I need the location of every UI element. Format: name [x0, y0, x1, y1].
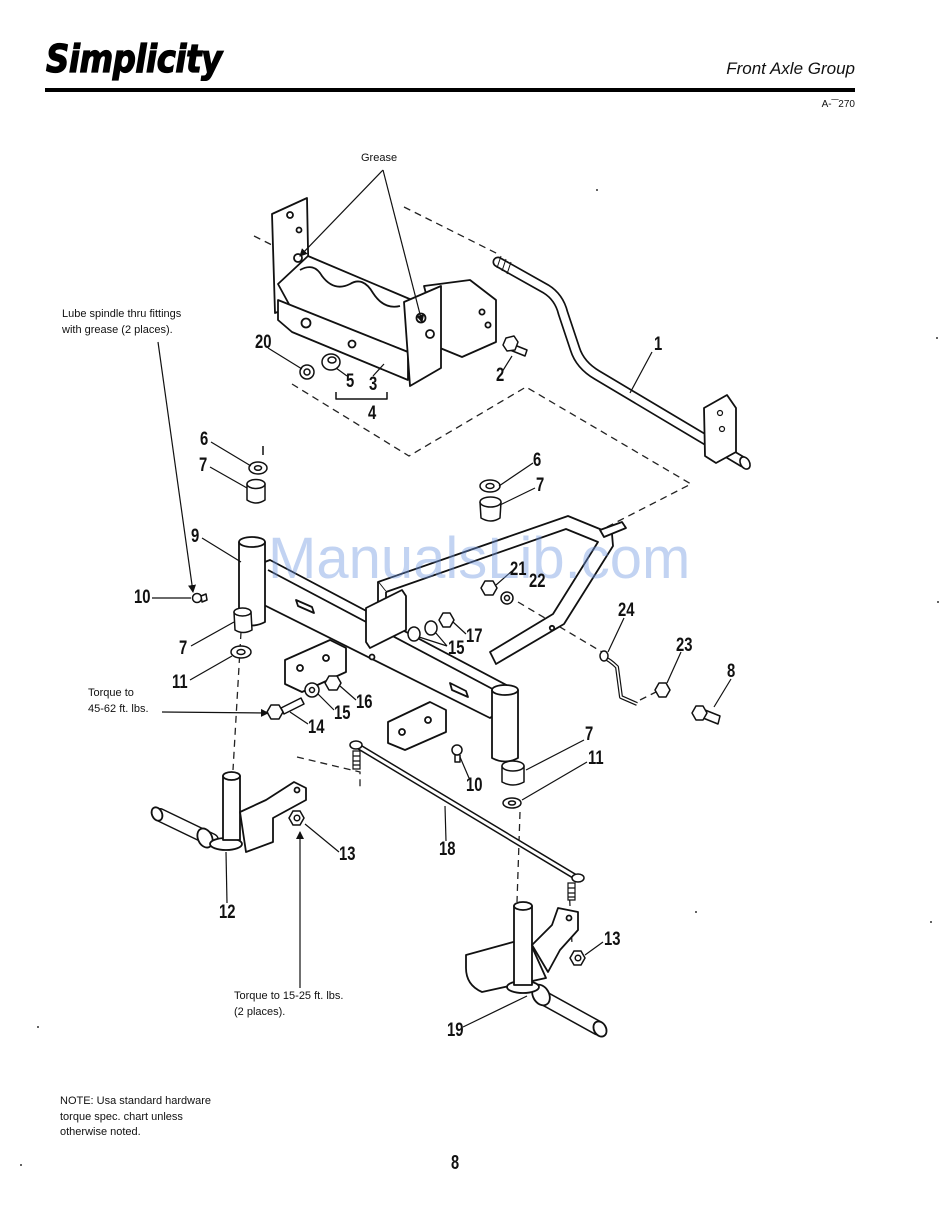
- hardware-note-line: torque spec. chart unless: [60, 1110, 183, 1123]
- callout-part-16: 16: [356, 692, 373, 713]
- callout-part-23: 23: [676, 635, 693, 656]
- part-11-washer-right: [502, 797, 522, 809]
- part-13-nuts: [288, 810, 586, 966]
- part-14-bolt: [266, 697, 305, 720]
- part-22-nut: [500, 591, 514, 605]
- torque-note-line: 45-62 ft. lbs.: [88, 702, 149, 715]
- callout-part-24: 24: [618, 600, 635, 621]
- part-16-bushing: [324, 675, 342, 691]
- hardware-note-line: otherwise noted.: [60, 1126, 141, 1138]
- header-rule: [45, 88, 855, 92]
- part-21-nut: [480, 580, 498, 596]
- callout-part-7: 7: [536, 475, 545, 496]
- part-18-tie-rod: [349, 740, 585, 901]
- callout-part-7: 7: [199, 455, 208, 476]
- callout-part-4: 4: [368, 403, 377, 424]
- part-19-spindle-right: [465, 901, 608, 1038]
- hardware-note-line: NOTE: Usa standard hardware: [60, 1095, 212, 1107]
- part-24-pin: [599, 650, 638, 706]
- callout-part-5: 5: [346, 371, 355, 392]
- part-9-front-axle: [238, 515, 627, 763]
- callout-part-10: 10: [134, 587, 151, 608]
- part-7-bushing-right-upper: [479, 496, 502, 522]
- part-6-washer-left: [248, 446, 268, 475]
- scan-specks: [20, 189, 939, 1166]
- leader-lines: [152, 169, 732, 1028]
- part-15-washer-lower: [304, 682, 320, 698]
- diagram-code: A-‾‾270: [821, 99, 855, 110]
- lube-note: Lube spindle thru fittings with grease (…: [62, 307, 181, 338]
- callout-part-15: 15: [334, 703, 351, 724]
- grease-label: Grease: [361, 152, 398, 164]
- simplicity-logo: Simplicity: [45, 37, 222, 81]
- part-6-washer-right: [479, 479, 501, 493]
- callout-part-3: 3: [369, 374, 378, 395]
- torque-note-line: Torque to 15-25 ft. lbs.: [234, 990, 344, 1002]
- watermark: ManualsLib.com: [268, 526, 691, 591]
- part-15-washer: [407, 626, 421, 642]
- upper-hardware: [246, 335, 528, 522]
- callout-part-21: 21: [510, 559, 527, 580]
- page-title: Front Axle Group: [726, 59, 855, 78]
- callout-part-8: 8: [727, 661, 736, 682]
- part-4-bracket-line: [335, 392, 388, 400]
- part-23-nut: [654, 682, 671, 698]
- callout-part-6: 6: [533, 450, 542, 471]
- part-17-nut: [438, 612, 455, 628]
- part-15-washer: [424, 620, 438, 636]
- part-1-drag-link: [492, 255, 751, 470]
- callout-part-6: 6: [200, 429, 209, 450]
- callout-part-10: 10: [466, 775, 483, 796]
- callout-part-12: 12: [219, 902, 236, 923]
- callout-part-2: 2: [496, 365, 505, 386]
- part-11-washer-left: [230, 645, 252, 659]
- callout-part-22: 22: [529, 571, 546, 592]
- callout-part-20: 20: [255, 332, 272, 353]
- callout-part-9: 9: [191, 526, 200, 547]
- part-8-bolt: [691, 705, 721, 725]
- part-3-axle-support-bracket: [271, 197, 497, 387]
- callout-part-7: 7: [179, 638, 188, 659]
- part-20-nut: [299, 364, 315, 380]
- callout-part-13: 13: [604, 929, 621, 950]
- part-7-bushing-right-lower: [501, 760, 525, 786]
- torque-note-upper: Torque to 45-62 ft. lbs.: [88, 686, 149, 717]
- callout-part-14: 14: [308, 717, 325, 738]
- part-7-bushing-left-upper: [246, 478, 266, 504]
- page-number: 8: [451, 1152, 460, 1174]
- torque-note-line: Torque to: [88, 687, 134, 699]
- part-7-bushing-left-lower: [233, 607, 253, 634]
- lube-note-line: with grease (2 places).: [62, 323, 173, 336]
- callout-part-19: 19: [447, 1020, 464, 1041]
- torque-note-line: (2 places).: [234, 1005, 286, 1018]
- torque-note-lower: Torque to 15-25 ft. lbs. (2 places).: [234, 989, 343, 1020]
- callout-part-11: 11: [172, 672, 188, 693]
- part-5-bushing: [321, 353, 341, 371]
- middle-hardware: [191, 580, 721, 809]
- hardware-note: NOTE: Usa standard hardware torque spec.…: [60, 1094, 211, 1141]
- part-12-spindle-left: [150, 771, 307, 853]
- callout-part-11: 11: [588, 748, 604, 769]
- callout-part-15: 15: [448, 638, 465, 659]
- lube-note-line: Lube spindle thru fittings: [62, 308, 182, 320]
- part-2-bolt: [502, 335, 528, 357]
- callout-part-18: 18: [439, 839, 456, 860]
- callout-part-13: 13: [339, 844, 356, 865]
- callout-part-17: 17: [466, 626, 483, 647]
- part-10-grease-fitting-left: [191, 592, 208, 604]
- callout-part-1: 1: [654, 334, 663, 355]
- callout-part-7: 7: [585, 724, 594, 745]
